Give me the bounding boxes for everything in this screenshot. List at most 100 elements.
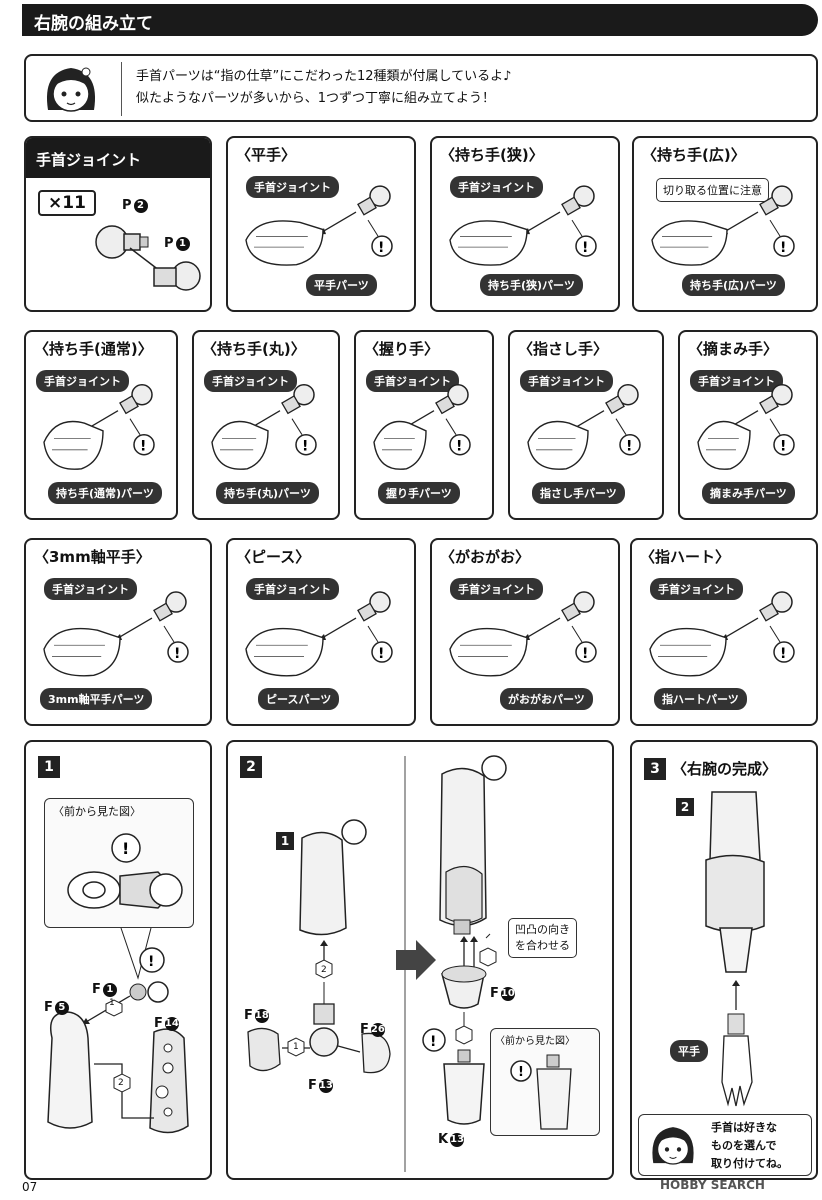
svg-text:!: !: [378, 646, 384, 662]
hand-variant-box: 〈持ち手(狭)〉 手首ジョイント ! 持ち手(狭)パーツ: [430, 136, 620, 312]
page-title: 右腕の組み立て: [34, 14, 153, 34]
hand-variant-box: 〈持ち手(丸)〉 手首ジョイント ! 持ち手(丸)パーツ: [192, 330, 340, 520]
wrist-joint-label: 手首ジョイント: [246, 176, 339, 198]
wrist-joint-tab: 手首ジョイント: [26, 138, 210, 178]
flat-hand-label: 平手: [670, 1040, 708, 1062]
hand-variant-title: 〈持ち手(通常)〉: [34, 340, 153, 358]
watermark: HOBBY SEARCH: [660, 1178, 765, 1192]
intro-box: 手首パーツは“指の仕草”にこだわった12種類が付属しているよ♪ 似たようなパーツ…: [24, 54, 818, 122]
wrist-joint-label: 手首ジョイント: [366, 370, 459, 392]
step3-title: 〈右腕の完成〉: [672, 760, 778, 778]
wrist-joint-label: 手首ジョイント: [204, 370, 297, 392]
page-header: 右腕の組み立て: [22, 4, 818, 36]
hand-variant-box: 〈3mm軸平手〉 手首ジョイント ! 3mm軸平手パーツ: [24, 538, 212, 726]
hand-variant-title: 〈がおがお〉: [440, 548, 531, 566]
hand-joint-illustration: !: [245, 185, 393, 266]
svg-text:!: !: [626, 439, 632, 455]
wrist-joint-label: 手首ジョイント: [36, 370, 129, 392]
hand-joint-illustration: !: [649, 591, 795, 677]
tip-box: 手首は好きな ものを選んで 取り付けてね。: [638, 1114, 812, 1176]
wrist-joint-label: 手首ジョイント: [246, 578, 339, 600]
hand-joint-illustration: !: [43, 591, 189, 677]
svg-text:!: !: [378, 240, 384, 256]
wrist-joint-label: 手首ジョイント: [520, 370, 613, 392]
svg-text:!: !: [780, 439, 786, 455]
hand-variant-title: 〈指ハート〉: [640, 548, 731, 566]
hand-part-label: 3mm軸平手パーツ: [40, 688, 153, 710]
cut-position-note: 切り取る位置に注意: [656, 178, 769, 202]
hand-variant-box: 〈ピース〉 手首ジョイント ! ピースパーツ: [226, 538, 416, 726]
svg-text:!: !: [140, 439, 146, 455]
hand-joint-illustration: !: [43, 383, 155, 470]
front-view-label: 〈前から見た図〉: [53, 805, 141, 818]
hand-variant-title: 〈持ち手(狭)〉: [440, 146, 544, 164]
step2-c1-label: 1: [293, 1042, 299, 1052]
joint-parts-illustration: [95, 225, 201, 291]
hand-variant-title: 〈摘まみ手〉: [688, 340, 779, 358]
wrist-joint-label: 手首ジョイント: [450, 578, 543, 600]
hand-variant-title: 〈平手〉: [236, 146, 297, 164]
intro-divider: [121, 62, 122, 116]
svg-text:!: !: [122, 839, 129, 858]
hand-joint-illustration: !: [449, 185, 597, 266]
step2-illustration: !: [247, 755, 507, 1172]
align-note-box: 凹凸の向き を合わせる: [508, 918, 577, 958]
hand-part-label: 指さし手パーツ: [532, 482, 625, 504]
step2-number: 2: [240, 756, 262, 778]
step2-c2-label: 2: [321, 965, 327, 975]
page-number: 07: [22, 1180, 38, 1194]
hand-part-label: 指ハートパーツ: [654, 688, 747, 710]
step3-illustration: [705, 791, 765, 1107]
hand-variant-title: 〈握り手〉: [364, 340, 440, 358]
step2-box: 2 1 ! 凹凸の向き: [226, 740, 614, 1180]
svg-text:!: !: [780, 240, 786, 256]
step1-arrow1-label: 1: [109, 998, 115, 1008]
hand-variant-box: 〈持ち手(広)〉 手首ジョイント 切り取る位置に注意 ! 持ち手(広)パーツ: [632, 136, 818, 312]
character-avatar-icon: [46, 67, 96, 112]
hand-joint-illustration: !: [211, 383, 317, 470]
step3-sub2-number: 2: [676, 798, 694, 816]
hand-part-label: 握り手パーツ: [378, 482, 460, 504]
step1-illustration: ! !: [47, 833, 189, 1134]
hand-joint-illustration: !: [245, 591, 393, 677]
svg-text:!: !: [148, 954, 154, 970]
hand-part-label: 摘まみ手パーツ: [702, 482, 795, 504]
hand-part-label: 平手パーツ: [306, 274, 377, 296]
hand-variant-box: 〈摘まみ手〉 手首ジョイント ! 摘まみ手パーツ: [678, 330, 818, 520]
hand-variant-box: 〈がおがお〉 手首ジョイント ! がおがおパーツ: [430, 538, 620, 726]
hand-joint-illustration: !: [697, 383, 795, 470]
step1-arrow2-label: 2: [118, 1078, 124, 1088]
quantity-badge: ×11: [38, 190, 96, 216]
hand-variant-box: 〈持ち手(通常)〉 手首ジョイント ! 持ち手(通常)パーツ: [24, 330, 178, 520]
svg-text:!: !: [582, 646, 588, 662]
hand-variant-box: 〈握り手〉 手首ジョイント ! 握り手パーツ: [354, 330, 494, 520]
front-view-illustration-2: !: [510, 1054, 572, 1130]
front-view-label-2: 〈前から見た図〉: [495, 1036, 575, 1047]
hand-part-label: がおがおパーツ: [500, 688, 593, 710]
hand-part-label: 持ち手(狭)パーツ: [480, 274, 583, 296]
svg-text:!: !: [780, 646, 786, 662]
hand-variant-box: 〈指ハート〉 手首ジョイント ! 指ハートパーツ: [630, 538, 818, 726]
character-avatar-small-icon: [652, 1127, 694, 1165]
wrist-joint-label: 手首ジョイント: [650, 578, 743, 600]
front-view-panel-2: 〈前から見た図〉 !: [490, 1028, 600, 1136]
step3-number: 3: [644, 758, 666, 780]
hand-variant-title: 〈ピース〉: [236, 548, 311, 566]
hand-variant-title: 〈指さし手〉: [518, 340, 609, 358]
hand-variant-box: 〈平手〉 手首ジョイント ! 平手パーツ: [226, 136, 416, 312]
svg-text:!: !: [582, 240, 588, 256]
hand-part-label: ピースパーツ: [258, 688, 340, 710]
hand-joint-illustration: !: [651, 185, 795, 266]
hand-variant-title: 〈3mm軸平手〉: [34, 548, 151, 566]
hand-variant-box: 〈指さし手〉 手首ジョイント ! 指さし手パーツ: [508, 330, 664, 520]
